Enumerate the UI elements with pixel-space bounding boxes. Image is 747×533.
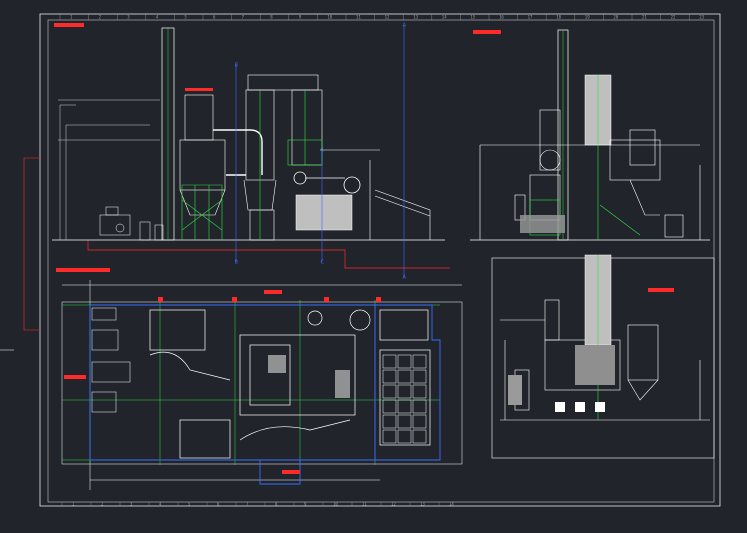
ruler-tick-label: 5 [184,15,187,20]
title-block-strip [23,157,40,331]
ruler-tick-label: 12 [391,502,396,507]
rear-elevation-view [491,254,715,459]
ruler-tick-label: 21 [642,15,647,20]
storage-cell [412,369,427,384]
ruler-tick-label: 12 [385,15,390,20]
ruler-tick-label: 22 [671,15,676,20]
ruler-tick-label: 17 [528,15,533,20]
ruler-tick-label: 20 [613,15,618,20]
filter-unit [179,94,226,216]
storage-cell [397,429,412,444]
ruler-tick-label: 14 [449,502,454,507]
storage-cell [412,384,427,399]
legend-tables [91,307,131,413]
storage-cell [382,429,397,444]
duct [213,129,263,176]
side-elevation-view [470,29,710,241]
ruler-tick-label: 16 [499,15,504,20]
ruler-tick-label: 3 [127,15,130,20]
storage-cell [397,384,412,399]
dimension-lines [235,25,405,277]
storage-cell [412,429,427,444]
storage-cell [412,414,427,429]
section-marker: C [321,260,325,266]
front-elevation-view [52,23,450,277]
ruler-tick-label: 9 [304,502,307,507]
ruler-tick-label: 23 [699,15,704,20]
ruler-tick-label: 19 [585,15,590,20]
storage-cell [397,369,412,384]
storage-cell [382,384,397,399]
section-marker: B [235,260,239,266]
ruler-tick-label: 2 [99,15,102,20]
site-boundary [89,304,441,485]
ruler-tick-label: 13 [420,502,425,507]
ruler-tick-label: 10 [333,502,338,507]
ruler-tick-label: 7 [246,502,249,507]
ruler-tick-label: 4 [159,502,162,507]
storage-cell [382,414,397,429]
storage-cell [412,399,427,414]
ruler-tick-label: 18 [556,15,561,20]
ruler-tick-label: 1 [70,15,73,20]
view-title-mark [648,288,674,292]
ruler-tick-label: 4 [156,15,159,20]
ruler-tick-label: 2 [101,502,104,507]
view-title-mark [473,30,501,34]
ruler-tick-label: 3 [130,502,133,507]
section-marker: A [403,23,407,29]
ruler-tick-label: 8 [275,502,278,507]
ruler-tick-label: 5 [188,502,191,507]
ruler-tick-label: 15 [470,15,475,20]
storage-cell [382,354,397,369]
section-marker: A [403,275,407,281]
ruler-tick-label: 9 [299,15,302,20]
storage-cell [397,399,412,414]
storage-cell [397,414,412,429]
ruler-tick-label: 6 [217,502,220,507]
storage-cell [397,354,412,369]
storage-cell [382,399,397,414]
ruler-tick-label: 7 [242,15,245,20]
view-title-mark [54,23,84,27]
storage-cell [412,354,427,369]
ruler-tick-label: 11 [362,502,367,507]
ruler-tick-label: 11 [356,15,361,20]
view-title-mark [56,268,110,272]
ruler-tick-label: 14 [442,15,447,20]
ruler-tick-label: 6 [213,15,216,20]
storage-cell [382,369,397,384]
ruler-tick-label: 1 [72,502,75,507]
ruler-tick-label: 13 [413,15,418,20]
section-marker: C [321,148,325,154]
machine-block [295,194,353,231]
section-marker: B [235,63,239,69]
ruler-tick-label: 8 [270,15,273,20]
ruler-tick-label: 10 [327,15,332,20]
section-markers: B B C C A A [235,23,407,281]
plan-view [56,268,463,490]
